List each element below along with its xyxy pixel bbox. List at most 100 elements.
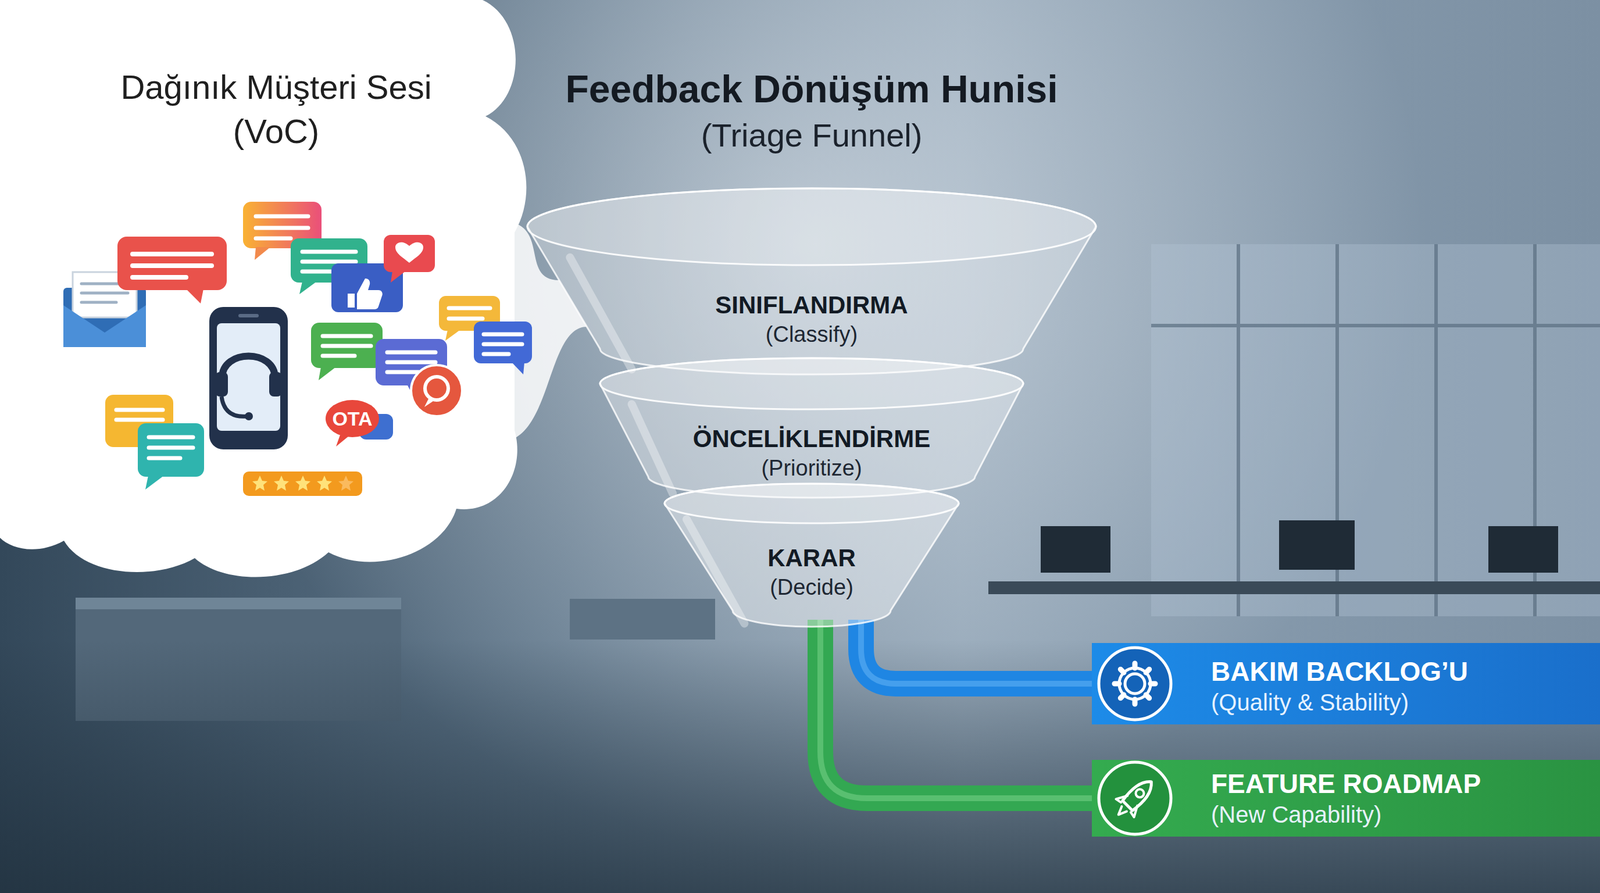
funnel-rim [527, 188, 1096, 266]
ota-badge-text-wrap: OTA [331, 406, 373, 431]
chat-bubble [473, 321, 532, 364]
diagram-subtitle-wrap: (Triage Funnel) [701, 115, 923, 156]
title-wrap: Feedback Dönüşüm Hunisi [565, 65, 1058, 113]
bubble-tail [254, 247, 271, 260]
ota-badge-text: OTA [331, 406, 373, 431]
band-sublabel: (Quality & Stability) [1211, 687, 1409, 717]
voc-cloud: Dağınık Müşteri Sesi (VoC) [0, 0, 559, 582]
mic-tip [244, 412, 253, 421]
thumbs-up [347, 278, 383, 310]
gear-teeth [1114, 663, 1156, 705]
floor [0, 639, 1600, 893]
chat-bubble [137, 423, 205, 477]
chat-circle [411, 365, 463, 417]
desk [988, 581, 1600, 595]
glass-highlight [569, 257, 632, 370]
monitor [1488, 526, 1559, 573]
chat-bubble [383, 234, 435, 273]
glass-highlight [631, 404, 674, 494]
funnel-stage: ÖNCELİKLENDİRME(Prioritize) [600, 358, 1024, 500]
diagram-subtitle: (Triage Funnel) [701, 115, 923, 156]
gear-hub [1125, 673, 1145, 694]
flow-pipe [861, 619, 1092, 684]
stage-sublabel: (Prioritize) [761, 453, 862, 483]
icon-circle [1098, 647, 1171, 720]
stage-label: ÖNCELİKLENDİRME [693, 424, 931, 454]
output-band: FEATURE ROADMAP(New Capability) [1091, 759, 1600, 837]
stage-text-box: KARAR(Decide) [664, 543, 959, 602]
phone-speaker [238, 313, 259, 318]
sofa [569, 598, 716, 640]
cloud-heading: Dağınık Müşteri Sesi (VoC) [101, 65, 451, 154]
funnel-stage: SINIFLANDIRMA(Classify) [527, 187, 1096, 377]
funnel-glass [527, 188, 1096, 375]
bubble-lines [483, 334, 523, 355]
connector [820, 619, 1092, 799]
window-frame [1151, 244, 1600, 617]
rating-star [338, 475, 354, 491]
envelope-front [63, 305, 146, 348]
stage-sublabel: (Classify) [765, 319, 858, 349]
stage-sublabel: (Decide) [769, 572, 854, 602]
heart [395, 242, 424, 263]
funnel-stage: KARAR(Decide) [664, 483, 959, 630]
monitor [1040, 526, 1111, 573]
funnel-rim [600, 358, 1024, 410]
reception-desk-top [75, 597, 402, 610]
stage-label: SINIFLANDIRMA [715, 290, 908, 320]
diagram-title: Feedback Dönüşüm Hunisi [565, 65, 1058, 113]
phone-body [209, 306, 288, 450]
bubble-tail [390, 270, 406, 283]
stage-text-box: SINIFLANDIRMA(Classify) [527, 290, 1096, 349]
connector [861, 619, 1092, 684]
rocket [1109, 772, 1161, 824]
bubble-lines [132, 254, 212, 278]
bubble-tail [186, 288, 204, 304]
bubble-tail [145, 475, 164, 490]
funnel-rim [664, 483, 959, 524]
chat-circle-inner [425, 376, 449, 400]
stage-text-box: ÖNCELİKLENDİRME(Prioritize) [600, 424, 1024, 483]
headset-cup [269, 372, 282, 397]
bubble-lines [116, 409, 163, 420]
rocket-window [1134, 787, 1146, 800]
bubble-tail [299, 281, 317, 295]
band-text-box: BAKIM BACKLOG’U(Quality & Stability) [1211, 655, 1469, 717]
flow-pipe-highlight [820, 619, 1092, 799]
cloud-text-box: Dağınık Müşteri Sesi (VoC) [101, 65, 451, 154]
cloud-shape [0, 0, 527, 578]
flow-pipe [820, 619, 1092, 799]
bubble-tail [336, 434, 349, 447]
icon-circle [1098, 762, 1171, 835]
bubble-tail [511, 362, 525, 375]
band-label: BAKIM BACKLOG’U [1211, 655, 1469, 688]
band-label: FEATURE ROADMAP [1211, 767, 1481, 800]
headset-mic [221, 396, 248, 417]
bubble-tail [445, 329, 461, 341]
rocket-body [1122, 776, 1158, 812]
headset-band [222, 356, 275, 379]
chat-bubble [311, 322, 383, 369]
glass-highlight [686, 519, 745, 624]
rating-star [295, 475, 311, 491]
rating-star [273, 475, 289, 491]
window [1151, 244, 1600, 617]
flow-pipe-highlight [861, 619, 1092, 684]
headset-cup [215, 372, 228, 397]
bubble-lines [448, 308, 491, 319]
rating-star [252, 475, 268, 491]
gear-icon [1091, 643, 1180, 725]
bubble-lines [148, 437, 194, 459]
rating-bar [243, 471, 363, 496]
funnel-glass [664, 483, 959, 627]
funnel-glass [600, 358, 1024, 498]
chat-circle-tail [424, 397, 435, 407]
bubble-lines [255, 216, 309, 239]
bubble-tail [318, 366, 337, 381]
rating-star [316, 475, 332, 491]
band-text-box: FEATURE ROADMAP(New Capability) [1211, 767, 1481, 830]
bubble-lines [322, 336, 371, 356]
